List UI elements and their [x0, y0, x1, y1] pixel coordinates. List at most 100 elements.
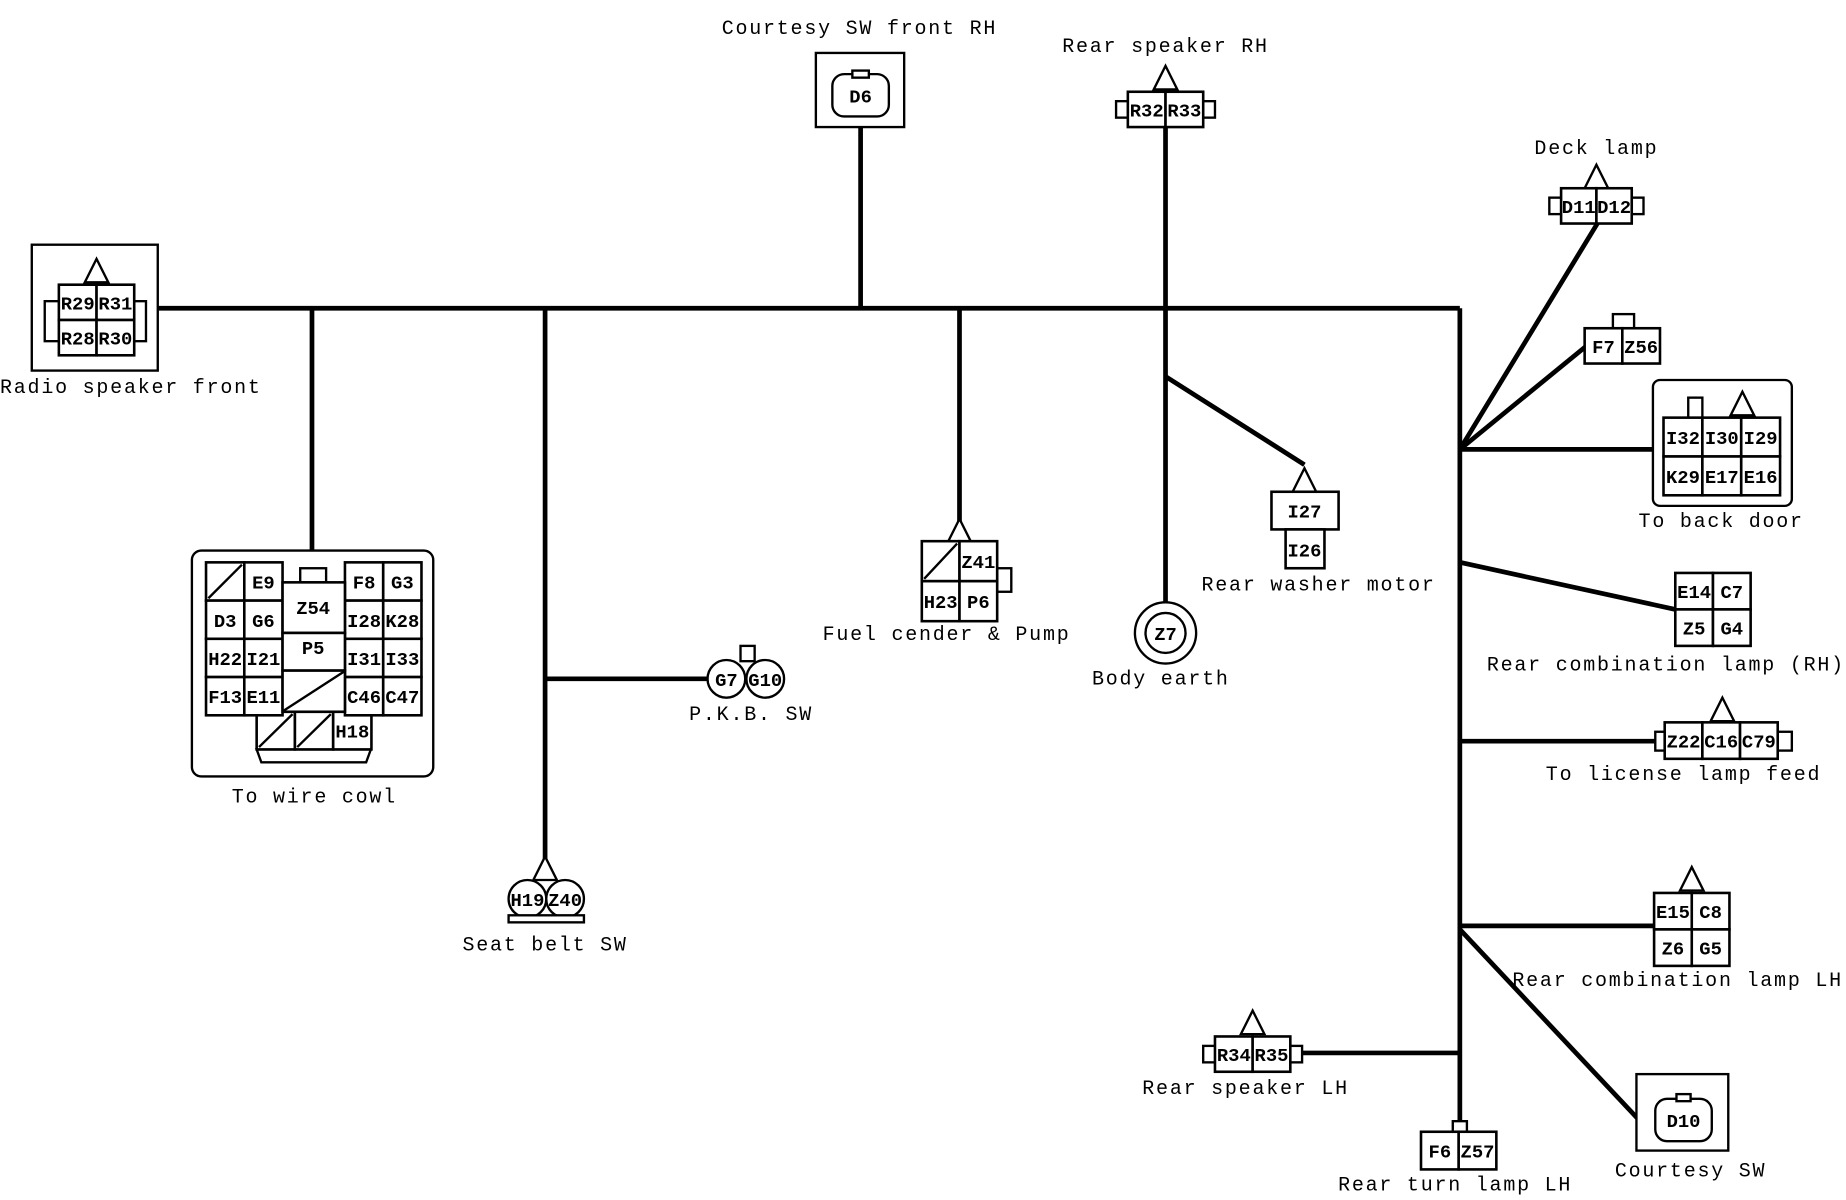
pin-label: K29	[1666, 467, 1700, 489]
blank-pin-slash	[258, 713, 294, 748]
connector-label: To back door	[1639, 511, 1804, 534]
pin-cell	[1739, 416, 1782, 458]
harness-wire	[1457, 219, 1601, 451]
pin-label: R33	[1167, 100, 1201, 122]
connector-tab	[995, 567, 1013, 593]
key-triangle	[945, 516, 974, 544]
pin-label: Z57	[1461, 1142, 1495, 1164]
pin-cell	[1701, 721, 1742, 761]
connector-label: P.K.B. SW	[689, 704, 813, 727]
pin-label: D3	[214, 611, 237, 633]
connector-tab	[299, 567, 328, 584]
connector-label: Rear turn lamp LH	[1338, 1175, 1572, 1198]
key-triangle	[1728, 389, 1757, 417]
pin-label: Z5	[1683, 619, 1706, 641]
pin-label: F7	[1592, 337, 1615, 359]
pin-label: R29	[61, 293, 95, 315]
pin-cell	[1595, 186, 1634, 225]
pin-label: E15	[1656, 902, 1690, 924]
pin-label: I33	[385, 649, 419, 671]
pin-label: Z7	[1154, 624, 1177, 646]
pin-cell	[958, 579, 999, 623]
pin-label: C7	[1720, 582, 1743, 604]
pin-cell	[1457, 1130, 1498, 1171]
connector-tab	[1611, 312, 1636, 330]
connector-label: To wire cowl	[232, 786, 397, 809]
blank-pin-slash	[296, 713, 332, 748]
connector-label: To license lamp feed	[1546, 764, 1821, 787]
connector-label: Courtesy SW	[1615, 1160, 1767, 1183]
pin-cell	[281, 581, 347, 635]
pin-label: I31	[347, 649, 381, 671]
pin-cell	[1270, 490, 1340, 531]
pin-label: R32	[1130, 100, 1164, 122]
pin-label: C47	[385, 687, 419, 709]
connector-label: Seat belt SW	[462, 935, 627, 958]
key-triangle	[1678, 864, 1706, 892]
connector-label: Rear combination lamp (RH)	[1487, 655, 1845, 678]
pin-cell	[242, 637, 284, 679]
key-triangle	[1290, 465, 1319, 493]
blank-pin-slash	[923, 542, 959, 580]
pin-cell	[1652, 891, 1694, 931]
blank-pin-slash	[283, 670, 345, 712]
pin-label: G3	[391, 573, 414, 595]
connector-label: Courtesy SW front RH	[722, 18, 997, 41]
connector-tab	[1687, 396, 1704, 420]
key-triangle	[1151, 63, 1180, 91]
pin-label: R31	[98, 293, 132, 315]
connector-label: Fuel cender & Pump	[823, 624, 1071, 647]
pin-cell	[242, 599, 284, 641]
harness-wire	[1458, 927, 1645, 1126]
pin-cell	[381, 599, 423, 641]
pin-label: I30	[1705, 428, 1739, 450]
pin-label: I27	[1287, 502, 1321, 524]
harness-wire	[1458, 341, 1591, 452]
connector-tab	[1675, 1092, 1692, 1103]
connector-label: Rear speaker LH	[1142, 1078, 1349, 1101]
harness-wire	[1459, 560, 1676, 612]
pin-cell	[1711, 608, 1752, 648]
pin-circle	[745, 658, 786, 699]
pin-label: C79	[1742, 732, 1776, 754]
pin-label: G5	[1699, 939, 1722, 961]
connector-tab	[1776, 730, 1794, 752]
connector-tab	[739, 644, 756, 663]
pin-label: D11	[1562, 197, 1596, 219]
connector-label: Deck lamp	[1534, 138, 1658, 161]
pin-label: E16	[1744, 467, 1778, 489]
pin-label: Z6	[1662, 939, 1685, 961]
pin-cell	[1164, 90, 1205, 129]
pin-label: C46	[347, 687, 381, 709]
pin-label: I32	[1666, 428, 1700, 450]
key-triangle	[1582, 162, 1611, 190]
pin-label: C8	[1699, 902, 1722, 924]
pin-label: G10	[748, 670, 782, 692]
pin-label: Z54	[296, 598, 330, 620]
connector-base	[254, 748, 373, 764]
pin-label: G4	[1720, 619, 1743, 641]
pin-label: R30	[98, 329, 132, 351]
pin-label: R35	[1255, 1045, 1289, 1067]
pin-label: D10	[1667, 1111, 1701, 1133]
pin-cell	[204, 675, 246, 717]
key-triangle	[1708, 695, 1737, 723]
pin-cell	[1711, 571, 1752, 611]
harness-wire	[1164, 374, 1306, 467]
earth-terminal	[1144, 611, 1187, 655]
pin-label: F6	[1429, 1142, 1452, 1164]
connector-tab	[851, 69, 871, 79]
pin-cell	[381, 675, 423, 717]
pin-label: K28	[385, 611, 419, 633]
pin-cell	[1621, 326, 1662, 365]
pin-cell	[1739, 455, 1782, 497]
